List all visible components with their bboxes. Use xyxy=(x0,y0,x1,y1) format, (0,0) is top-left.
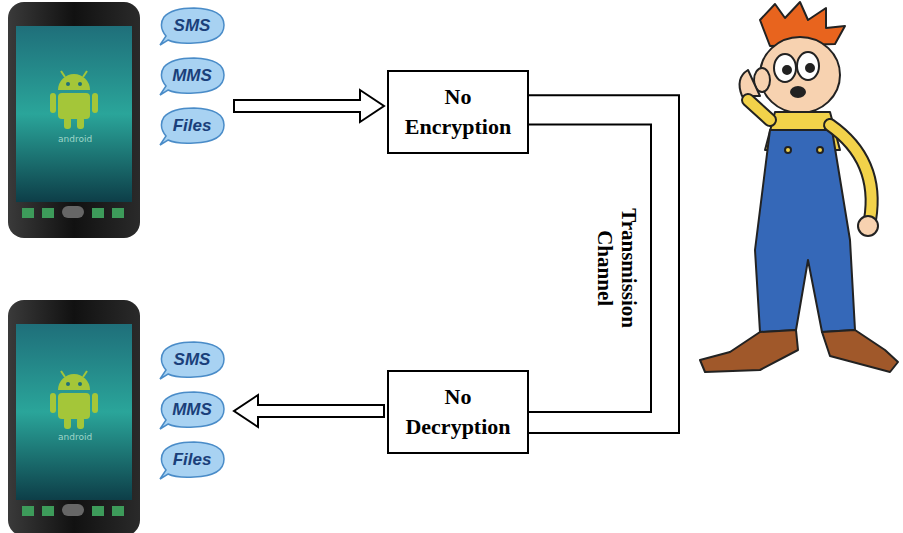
process-box: No Decryption xyxy=(387,370,529,454)
process-box: No Encryption xyxy=(387,70,529,154)
phone xyxy=(8,2,140,238)
eavesdropper xyxy=(700,2,898,372)
box-label: No Encryption xyxy=(399,82,517,141)
phone xyxy=(8,300,140,533)
hollow-arrow xyxy=(234,90,384,122)
speech-bubble: SMS xyxy=(158,340,226,380)
message-type: MMS xyxy=(172,400,212,420)
message-type: MMS xyxy=(172,66,212,86)
message-type: SMS xyxy=(174,16,211,36)
message-type: SMS xyxy=(174,350,211,370)
speech-bubble: MMS xyxy=(158,56,226,96)
message-type: Files xyxy=(173,116,212,136)
speech-bubble: Files xyxy=(158,106,226,146)
message-type: Files xyxy=(173,450,212,470)
edge-label: Transmission Channel xyxy=(593,191,641,345)
hollow-arrow xyxy=(234,395,384,427)
speech-bubble: SMS xyxy=(158,6,226,46)
transmission-channel xyxy=(529,95,679,433)
screen-text: android xyxy=(58,134,92,144)
speech-bubble: MMS xyxy=(158,390,226,430)
box-label: No Decryption xyxy=(399,382,517,441)
screen-text: android xyxy=(58,432,92,442)
speech-bubble: Files xyxy=(158,440,226,480)
